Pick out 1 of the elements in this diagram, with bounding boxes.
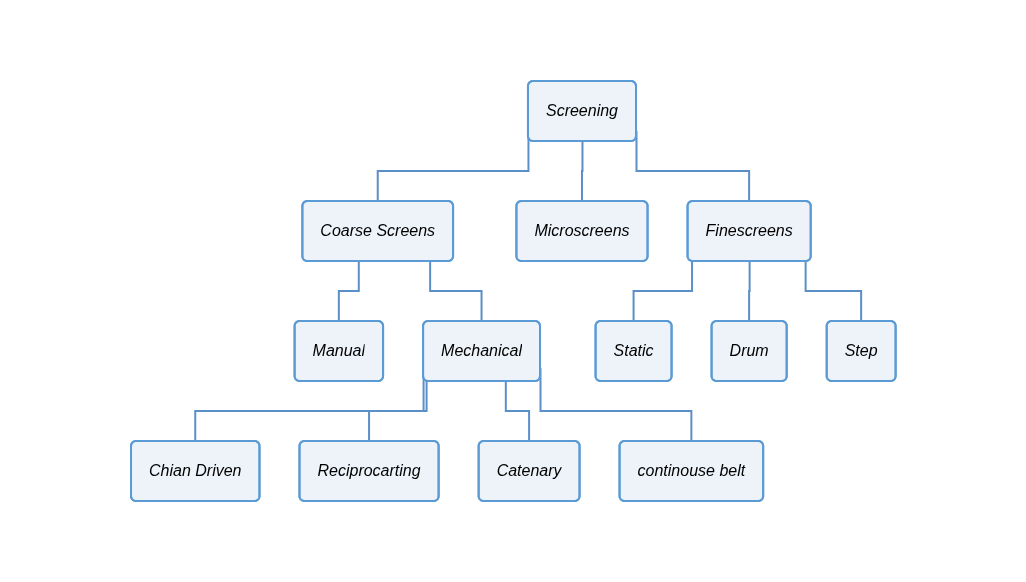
connector: [580, 140, 584, 203]
